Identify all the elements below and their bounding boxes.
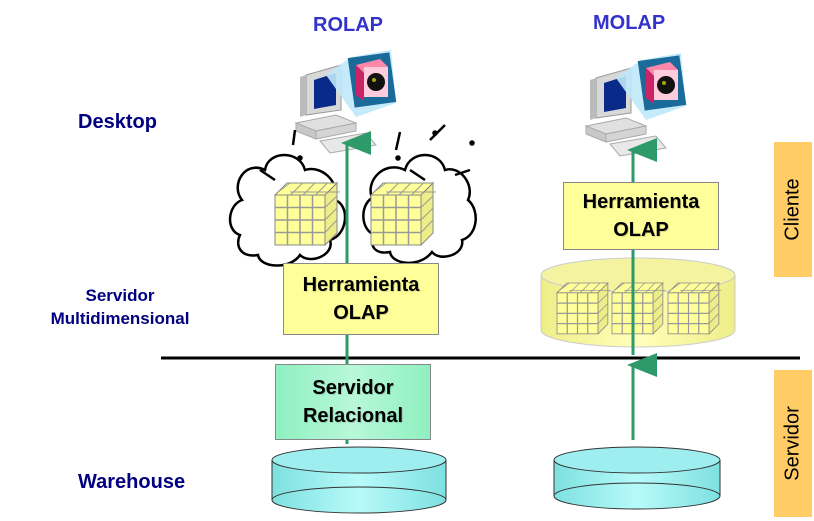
rolap-data-cube-icon	[274, 182, 341, 246]
molap-warehouse-database-icon	[553, 446, 721, 510]
rolap-title: ROLAP	[313, 14, 383, 36]
client-side-label: Cliente	[774, 142, 812, 277]
tier-label-desktop: Desktop	[78, 111, 157, 133]
molap-title: MOLAP	[593, 12, 666, 34]
rolap-warehouse-database-icon	[271, 446, 447, 514]
molap-olap-tool-box: Herramienta OLAP	[563, 182, 719, 250]
rolap-desktop-computer-icon	[295, 49, 397, 154]
server-side-label: Servidor	[774, 370, 812, 517]
server-side-label-text: Servidor	[781, 406, 804, 481]
molap-multidimensional-database-icon	[540, 257, 736, 348]
rolap-cloud-icon	[228, 124, 477, 267]
rolap-relational-server-box: Servidor Relacional	[275, 364, 431, 440]
rolap-data-cube-icon	[370, 182, 437, 246]
rolap-olap-tool-box: Herramienta OLAP	[283, 263, 439, 335]
tier-label-warehouse: Warehouse	[78, 471, 186, 493]
tier-label-multidimensional-server: Servidor Multidimensional	[50, 286, 190, 328]
client-side-label-text: Cliente	[781, 178, 804, 241]
molap-desktop-computer-icon	[585, 52, 687, 157]
